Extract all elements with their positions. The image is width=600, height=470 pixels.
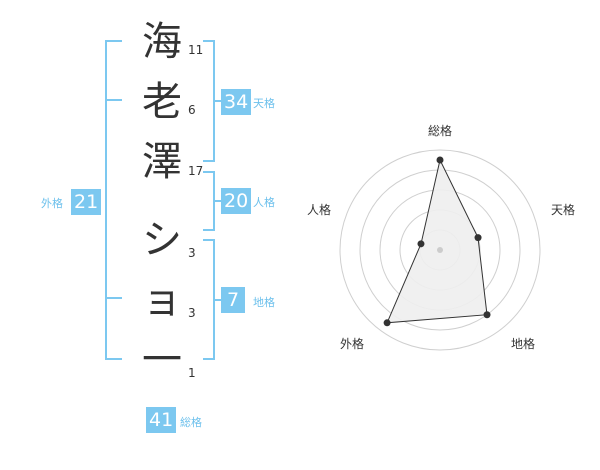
radar-axis-label-gaikaku: 外格 xyxy=(340,337,365,351)
jinkaku-label: 人格 xyxy=(253,196,275,209)
radar-axis-label-soukaku: 総格 xyxy=(428,124,453,138)
stroke-count-2: 6 xyxy=(188,103,196,117)
radar-point xyxy=(436,156,444,164)
radar-point xyxy=(483,311,491,319)
stroke-count-6: 1 xyxy=(188,366,196,380)
radar-axis-label-tenkaku: 天格 xyxy=(551,203,576,217)
stroke-count-5: 3 xyxy=(188,306,196,320)
radar-axis-label-chikaku: 地格 xyxy=(511,337,536,351)
gaikaku-label: 外格 xyxy=(41,197,63,210)
chikaku-label: 地格 xyxy=(253,296,275,309)
radar-grid-ring xyxy=(339,149,541,351)
name-char-2: 老 xyxy=(142,79,182,125)
soukaku-value-badge: 41 xyxy=(146,407,177,433)
gaikaku-value-badge: 21 xyxy=(71,189,102,215)
tenkaku-label: 天格 xyxy=(253,97,275,110)
name-char-3: 澤 xyxy=(142,139,182,185)
radar-center-dot xyxy=(437,247,443,253)
name-char-6: 一 xyxy=(142,337,182,383)
name-char-4: シ xyxy=(142,217,182,263)
gaikaku-bracket xyxy=(105,40,122,360)
name-char-5: ョ xyxy=(142,277,182,323)
radar-point xyxy=(417,240,425,248)
radar-points xyxy=(383,156,491,327)
radar-axis-label-jinkaku: 人格 xyxy=(307,203,332,217)
radar-point xyxy=(474,234,482,242)
radar-point xyxy=(383,319,391,327)
stroke-count-3: 17 xyxy=(188,164,204,178)
soukaku-label: 総格 xyxy=(180,416,202,429)
name-char-1: 海 xyxy=(142,19,182,65)
radar-polygon xyxy=(386,158,488,324)
chikaku-value-badge: 7 xyxy=(221,287,245,313)
jinkaku-value-badge: 20 xyxy=(221,188,252,214)
tenkaku-value-badge: 34 xyxy=(221,89,252,115)
stroke-count-4: 3 xyxy=(188,246,196,260)
stroke-count-1: 11 xyxy=(188,43,204,57)
